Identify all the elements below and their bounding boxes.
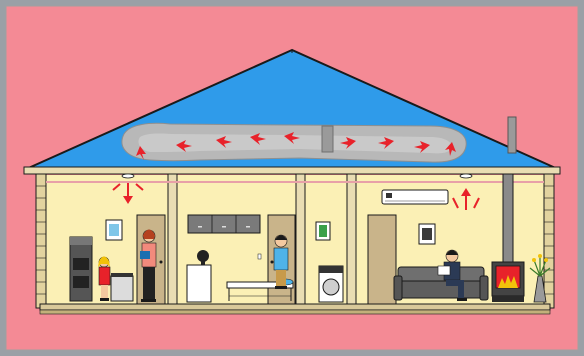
roof-flue-pipe [508,117,516,153]
legs [101,285,108,299]
exterior-wall-right [544,174,554,308]
exterior-wall-left [36,174,46,308]
shirt [274,248,288,270]
wall-cladding-left [36,174,46,308]
sofa-seat [398,281,484,298]
heater-flue [503,174,513,264]
lamp [197,250,209,262]
heating-duct [122,123,466,162]
door-handle [271,261,274,264]
lamp-base [201,261,205,265]
picture-art [319,225,327,237]
oven-window-lower [73,276,89,288]
floor-boards [40,304,550,310]
flower [538,254,542,258]
duct-chimney [322,126,333,152]
hallway-door [368,215,396,304]
kitchen-bench [111,276,133,301]
ceiling-vent-kitchen [122,174,134,178]
shins [458,284,464,298]
cabinet-handle [246,226,250,228]
washer-control-panel [319,266,343,273]
door-handle [160,261,163,264]
shoes [275,286,287,289]
wall-cladding-right [544,174,554,308]
flower [544,258,548,262]
sofa-arm [480,276,488,300]
person-man [274,235,288,289]
heater-base [492,296,524,302]
aircon-vent-grille [385,200,445,202]
partition-post-2 [296,174,305,308]
wall-cabinet [188,215,260,233]
cabinet-handle [222,226,226,228]
flower [532,258,536,262]
picture-art [109,224,119,236]
shoes [141,299,156,302]
shoes [457,298,467,301]
book [140,251,150,259]
shoes [100,298,109,301]
cooktop [111,273,133,277]
washer-door [323,279,339,295]
ceiling-beam [24,167,560,174]
partition-post-1 [168,174,177,308]
sofa-arm [394,276,402,300]
newspaper [438,266,450,275]
ceiling-vent-living [460,174,472,178]
pants [143,267,155,299]
floor [40,304,550,314]
pants [276,270,286,286]
light-switch [258,254,261,259]
cabinet-handle [198,226,202,228]
subfloor-bearer [40,310,550,314]
bedside-table [187,265,211,302]
picture-art [422,228,432,240]
partition-post-3 [347,174,356,308]
oven-top [70,237,92,245]
aircon-display [386,193,392,198]
dress [99,267,110,285]
oven-window [73,258,89,270]
